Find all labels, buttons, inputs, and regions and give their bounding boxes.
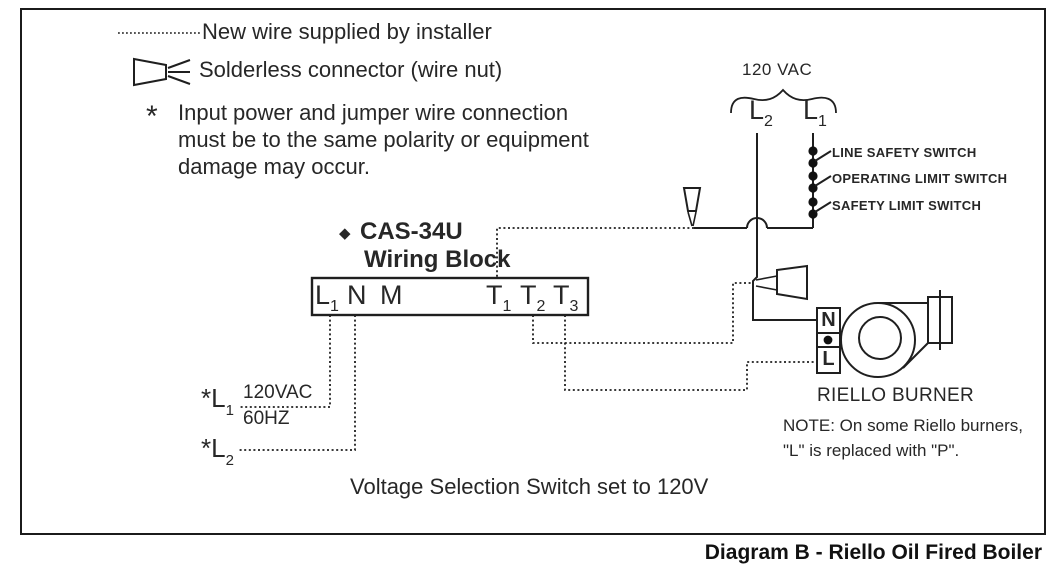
wire-l2-to-burner-n — [752, 133, 816, 321]
input-power-rating-frequency: 60HZ — [243, 408, 290, 429]
supply-voltage-label: 120 VAC — [742, 60, 813, 79]
burner-inlet — [858, 316, 902, 360]
wire-nut-legend-icon — [133, 57, 191, 87]
terminal-n: N — [347, 280, 367, 311]
supply-l1-sub: 1 — [818, 113, 827, 130]
terminal-l1-sub: 1 — [330, 298, 339, 315]
terminal-t2-base: T — [520, 280, 537, 310]
input-power-l2-asterisk: * — [201, 433, 212, 463]
burner-note-line-2: "L" is replaced with "P". — [783, 441, 960, 460]
supply-l1-label: L1 — [803, 95, 827, 130]
supply-brace — [730, 88, 837, 114]
switch-leader-lines — [814, 150, 832, 213]
supply-l2-base: L — [749, 95, 765, 125]
input-power-l1-label: *L1 — [201, 383, 234, 419]
wire-t3-new — [564, 315, 816, 391]
wire-t1-new — [496, 227, 694, 278]
input-power-rating-voltage: 120VAC — [243, 382, 313, 403]
legend-note-line-2: must be to the same polarity or equipmen… — [178, 127, 589, 152]
supply-l1-base: L — [803, 95, 819, 125]
terminal-m: M — [380, 280, 403, 311]
legend-new-wire-label: New wire supplied by installer — [202, 19, 492, 44]
wire-nut-2-icon — [755, 264, 808, 301]
terminal-n-base: N — [347, 280, 367, 310]
terminal-t2: T2 — [520, 280, 545, 315]
burner-name-label: RIELLO BURNER — [817, 385, 974, 406]
terminal-t1-base: T — [486, 280, 503, 310]
burner-terminal-block — [816, 307, 841, 374]
diagram-caption: Diagram B - Riello Oil Fired Boiler — [704, 541, 1042, 564]
wiring-block-outline — [310, 276, 590, 317]
burner-terminal-n-label: N — [821, 309, 836, 331]
input-power-l1-sub: 1 — [225, 402, 234, 419]
wire-nut-1-icon — [682, 187, 702, 227]
input-power-l2-label: *L2 — [201, 433, 234, 469]
burner-symbol — [816, 290, 953, 378]
burner-outlet — [878, 302, 929, 369]
diamond-icon: ◆ — [339, 225, 351, 242]
voltage-selection-note: Voltage Selection Switch set to 120V — [350, 474, 709, 499]
terminal-m-base: M — [380, 280, 403, 310]
terminal-t3: T3 — [553, 280, 578, 315]
terminal-t3-base: T — [553, 280, 570, 310]
legend-wire-nut-label: Solderless connector (wire nut) — [199, 57, 503, 82]
wire-crossover-hump — [746, 217, 768, 229]
legend-asterisk: * — [146, 100, 158, 133]
safety-limit-switch-label: SAFETY LIMIT SWITCH — [832, 198, 982, 213]
supply-l2-sub: 2 — [764, 113, 773, 130]
diagram-border — [20, 8, 1046, 535]
legend-note-line-1: Input power and jumper wire connection — [178, 100, 569, 125]
burner-note-line-1: NOTE: On some Riello burners, — [783, 416, 1023, 435]
input-power-l2-base: L — [211, 433, 226, 463]
terminal-t1-sub: 1 — [502, 298, 512, 315]
wiring-block-model: CAS-34U — [360, 218, 463, 245]
burner-terminal-l-label: L — [822, 348, 835, 370]
input-power-l2-sub: 2 — [225, 452, 234, 469]
wire-block-l1-new — [238, 315, 331, 408]
switch-contact-dots — [808, 146, 818, 219]
terminal-l1-base: L — [315, 280, 331, 310]
wiring-block-name: Wiring Block — [364, 246, 511, 273]
supply-l2-label: L2 — [749, 95, 773, 130]
wire-block-n-new — [238, 315, 356, 451]
terminal-t2-sub: 2 — [536, 298, 546, 315]
input-power-l1-asterisk: * — [201, 383, 212, 413]
line-safety-switch-label: LINE SAFETY SWITCH — [832, 145, 977, 160]
terminal-l1: L1 — [315, 280, 339, 315]
legend-note-line-3: damage may occur. — [178, 154, 370, 179]
input-power-l1-base: L — [211, 383, 226, 413]
operating-limit-switch-label: OPERATING LIMIT SWITCH — [832, 171, 1008, 186]
wire-t2-new — [532, 282, 754, 344]
burner-terminal-dot — [823, 335, 833, 345]
terminal-t1: T1 — [486, 280, 511, 315]
terminal-t3-sub: 3 — [569, 298, 579, 315]
